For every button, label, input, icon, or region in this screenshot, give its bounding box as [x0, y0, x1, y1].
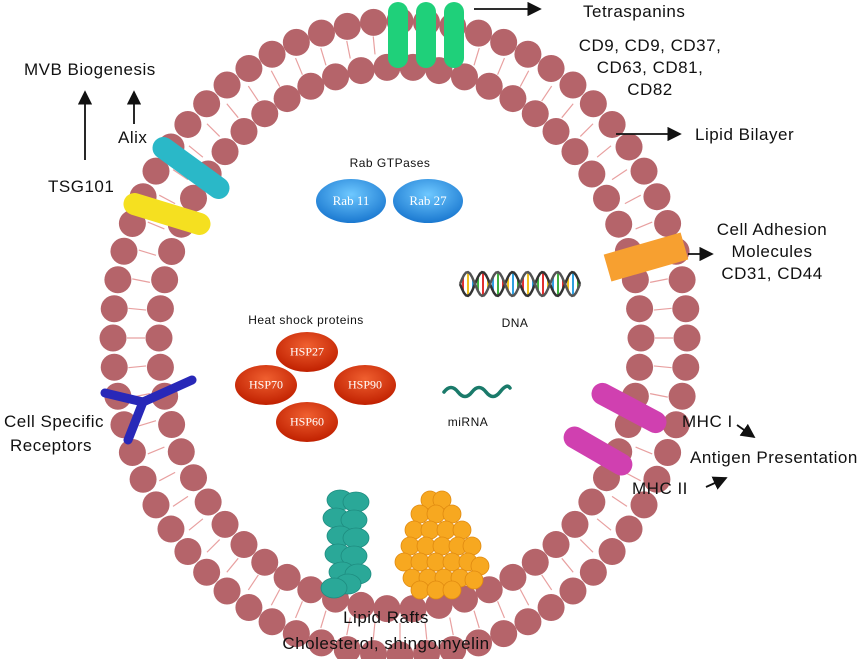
rab27-protein [393, 179, 463, 223]
rab-gtpases-label: Rab GTPases [349, 156, 431, 170]
cell-adhesion-line3: CD31, CD44 [721, 264, 823, 283]
lipid-bilayer-label: Lipid Bilayer [695, 125, 795, 144]
mhc1-label: MHC I [682, 412, 733, 431]
tsg101-label: TSG101 [48, 177, 115, 196]
hsp27-label: HSP27 [289, 344, 325, 359]
mhc1-protein [591, 382, 667, 434]
lipid-bilayer [99, 7, 701, 659]
lipid-rafts-sublabel: Cholesterol, shingomyelin [282, 634, 490, 653]
lipid-raft-teal [320, 489, 372, 599]
tetraspanins-label: Tetraspanins [583, 2, 686, 21]
antigen-presentation-label: Antigen Presentation [690, 448, 858, 467]
cell-specific-receptor [100, 375, 197, 445]
mirna-strand-icon [442, 384, 512, 399]
alix-label: Alix [118, 128, 148, 147]
cell-specific-line1: Cell Specific [4, 412, 105, 431]
mhc2-protein [563, 426, 633, 476]
hsp90-protein [334, 365, 396, 405]
tetraspanin-list-line3: CD82 [627, 80, 673, 99]
lipid-raft-orange [394, 490, 490, 600]
rab11-label: Rab 11 [332, 193, 370, 208]
dna-label: DNA [501, 316, 529, 330]
alix-protein [152, 137, 230, 199]
mvb-biogenesis-label: MVB Biogenesis [24, 60, 156, 79]
hsp90-label: HSP90 [347, 377, 383, 392]
tetraspanin-list-line2: CD63, CD81, [596, 58, 704, 77]
hsp70-protein [235, 365, 297, 405]
lipid-tails [127, 35, 673, 641]
adhesion-molecule [603, 232, 689, 282]
dna-helix-icon [458, 270, 582, 298]
hsp27-protein [276, 332, 338, 372]
lipid-rafts-label: Lipid Rafts [343, 608, 429, 627]
cell-adhesion-line2: Molecules [731, 242, 813, 261]
cell-adhesion-line1: Cell Adhesion [716, 220, 828, 239]
rab27-label: Rab 27 [409, 193, 447, 208]
hsp60-label: HSP60 [289, 414, 325, 429]
hsp70-label: HSP70 [248, 377, 284, 392]
tetraspanin-proteins [388, 2, 464, 68]
rab11-protein [316, 179, 386, 223]
mirna-label: miRNA [447, 415, 489, 429]
mhc2-label: MHC II [632, 479, 688, 498]
cell-specific-line2: Receptors [10, 436, 92, 455]
heat-shock-proteins-label: Heat shock proteins [248, 313, 364, 327]
annotation-arrows [77, 1, 756, 490]
tsg101-protein [123, 193, 211, 235]
hsp60-protein [276, 402, 338, 442]
tetraspanin-list-line1: CD9, CD9, CD37, [578, 36, 722, 55]
